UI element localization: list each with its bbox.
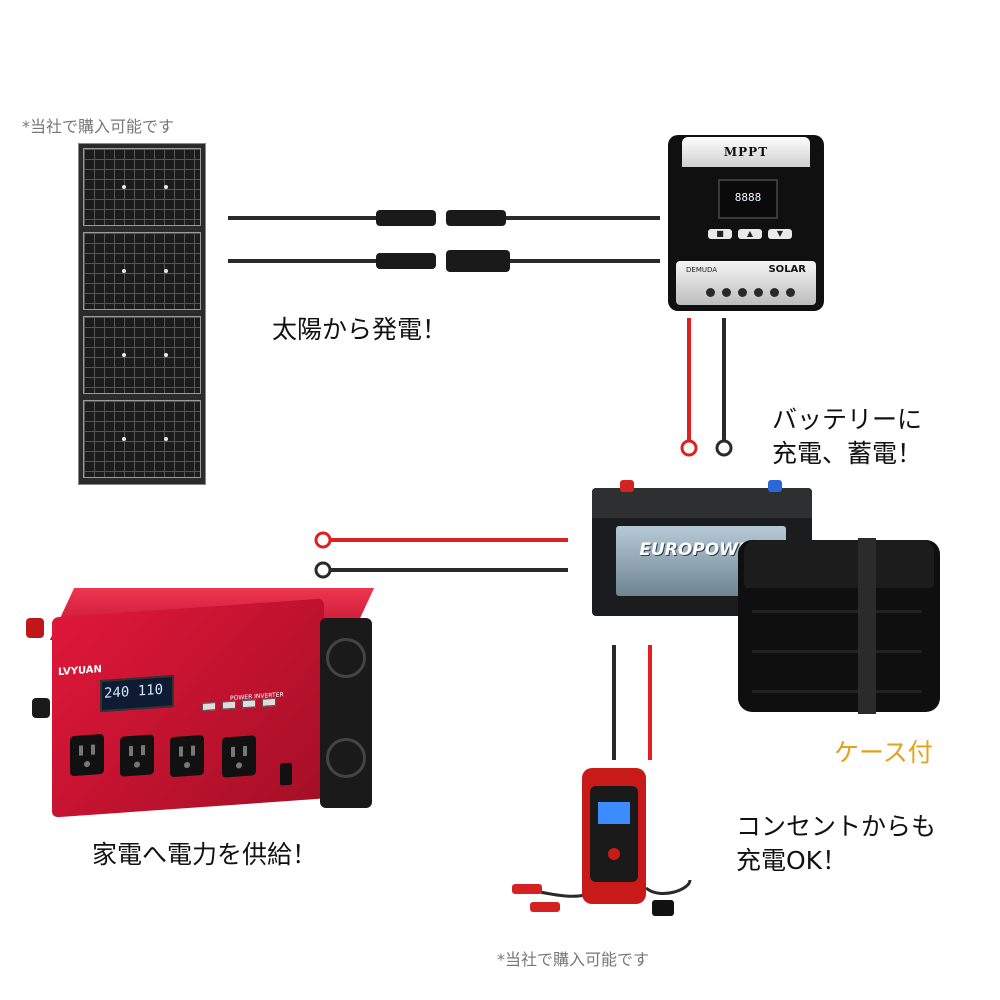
charger-red-clip <box>512 884 542 894</box>
inverter-red-ring <box>314 531 332 549</box>
mppt-terminal <box>786 288 795 297</box>
charger-button <box>608 848 620 860</box>
purchase-note-bottom: *当社で購入可能です <box>497 950 650 969</box>
mppt-red-ring <box>680 439 698 457</box>
mppt-terminal <box>706 288 715 297</box>
mc4-connector-lower-right <box>446 250 510 272</box>
solar-panel-section-1 <box>83 148 201 226</box>
battery-case-strap <box>858 538 876 714</box>
fan-icon <box>326 638 366 678</box>
battery-brand: EUROPOWER <box>639 540 763 560</box>
mppt-label: MPPT <box>723 145 769 159</box>
caption-battery-line-2: 充電、蓄電！ <box>772 439 923 468</box>
inverter-body: LVYUAN 240 110 POWER INVERTER <box>52 598 324 818</box>
charger-face <box>590 786 638 882</box>
mppt-brand: DEMUDA <box>686 266 718 274</box>
mppt-terminal <box>722 288 731 297</box>
inverter-negative-knob <box>32 698 50 718</box>
inverter-brand: LVYUAN <box>58 664 102 679</box>
fan-icon <box>326 738 366 778</box>
power-inverter: LVYUAN 240 110 POWER INVERTER <box>26 588 375 818</box>
caption-battery: バッテリーに 充電、蓄電！ <box>772 403 922 471</box>
mppt-solar-text: SOLAR <box>768 264 806 275</box>
solar-panel-section-2 <box>83 232 201 310</box>
battery-case-rib <box>752 610 922 613</box>
mppt-black-ring <box>715 439 733 457</box>
battery-positive-terminal <box>620 480 634 492</box>
ac-outlet <box>70 733 104 777</box>
charger-plug <box>652 900 674 916</box>
inverter-side-panel <box>320 618 372 808</box>
mppt-terminal <box>770 288 779 297</box>
inverter-lcd-readout: 240 110 <box>104 681 164 702</box>
mc4-connector-upper-left <box>376 210 436 226</box>
battery-lid <box>592 488 812 518</box>
battery-case-lid <box>744 540 934 588</box>
caption-inverter: 家電へ電力を供給！ <box>92 840 318 869</box>
inverter-black-ring <box>314 561 332 579</box>
battery-case-rib <box>752 650 922 653</box>
caption-battery-line-1: バッテリーに <box>772 405 923 434</box>
mppt-controller: MPPT 8888 ■ ▲ ▼ DEMUDA SOLAR <box>668 135 824 311</box>
battery-negative-terminal <box>768 480 782 492</box>
mppt-up-button: ▲ <box>738 229 762 239</box>
battery-case <box>738 538 940 714</box>
inverter-positive-knob <box>26 618 44 638</box>
charger-red-clip-2 <box>530 902 560 912</box>
caption-charger: コンセントからも 充電OK！ <box>736 810 936 878</box>
caption-charger-line-1: コンセントからも <box>736 812 937 841</box>
inverter-power-switch <box>280 762 292 786</box>
mc4-connector-upper-right <box>446 210 506 226</box>
caption-case: ケース付 <box>834 738 933 767</box>
mppt-down-button: ▼ <box>768 229 792 239</box>
battery-case-rib <box>752 690 922 693</box>
charger-plug-cable <box>645 879 692 895</box>
mppt-terminal-panel: DEMUDA SOLAR <box>676 261 816 305</box>
ac-outlet <box>120 734 154 777</box>
caption-charger-line-2: 充電OK！ <box>736 846 848 875</box>
mppt-header: MPPT <box>682 137 810 167</box>
mppt-lcd: 8888 <box>718 179 778 219</box>
mc4-connector-lower-left <box>376 253 436 269</box>
inverter-lcd: 240 110 <box>100 674 174 713</box>
mppt-lcd-readout: 8888 <box>734 191 762 204</box>
mppt-terminal <box>738 288 747 297</box>
purchase-note-top: *当社で購入可能です <box>22 117 175 136</box>
solar-panel-section-3 <box>83 316 201 394</box>
mppt-terminal <box>754 288 763 297</box>
mppt-menu-button: ■ <box>708 229 732 239</box>
usb-port <box>222 700 236 710</box>
ac-outlet <box>222 735 256 778</box>
solar-panel-section-4 <box>83 400 201 478</box>
usb-port <box>202 702 216 712</box>
solar-panel <box>78 143 206 485</box>
caption-solar: 太陽から発電！ <box>272 315 448 344</box>
ac-outlet <box>170 734 204 778</box>
battery-charger <box>582 768 646 904</box>
charger-lcd <box>598 802 630 824</box>
